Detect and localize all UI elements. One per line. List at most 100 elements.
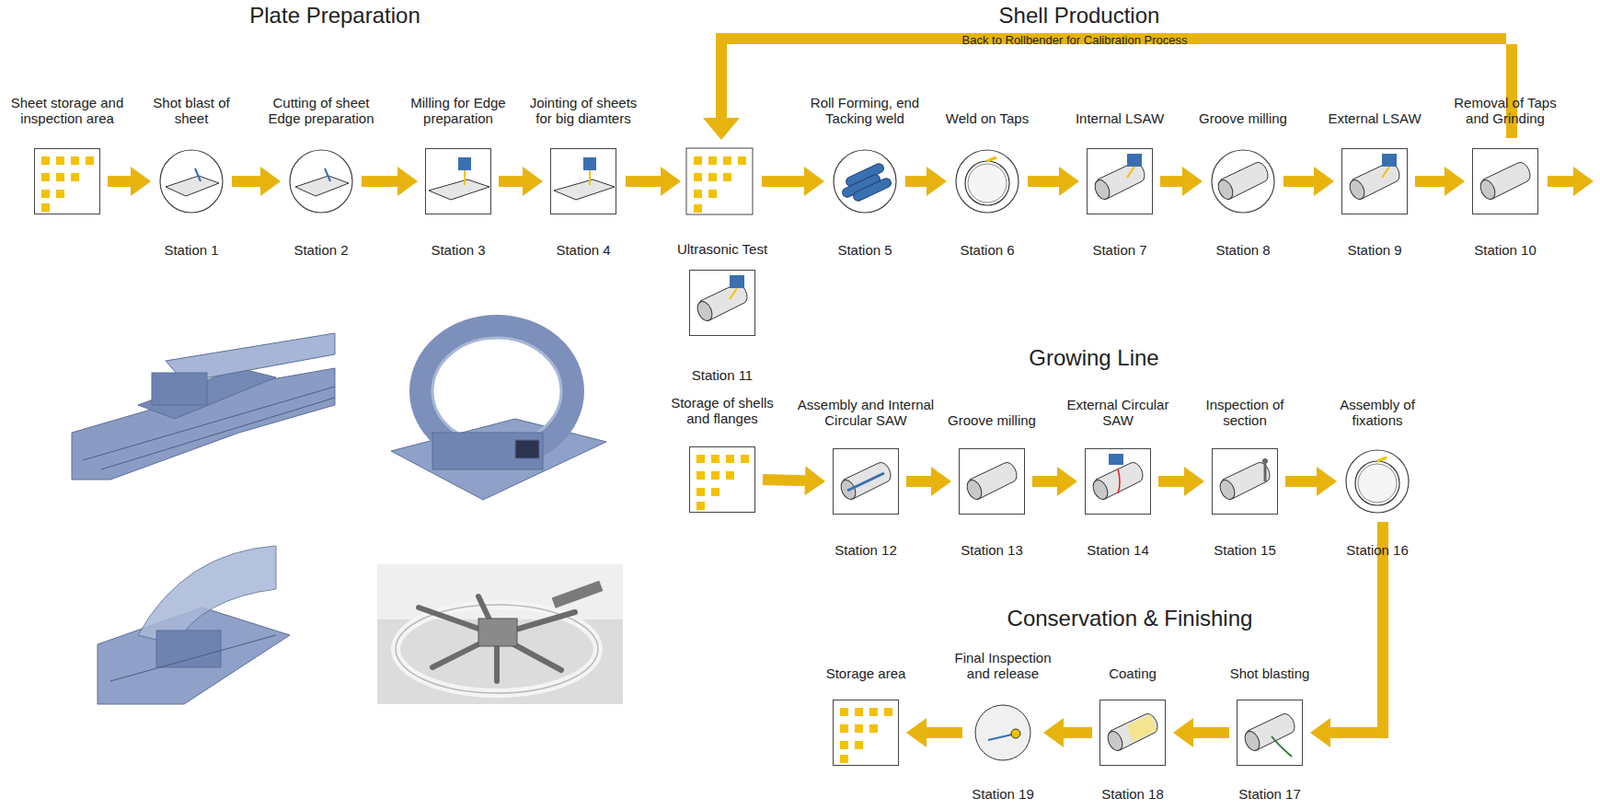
station-box: Shot blast of sheetStation 1 xyxy=(158,148,225,215)
graphic-part xyxy=(987,157,997,162)
graphic-part xyxy=(965,161,1010,206)
station-icon xyxy=(831,148,898,215)
station-icon xyxy=(832,448,899,515)
graphic-part xyxy=(854,707,864,716)
graphic-part xyxy=(377,564,623,620)
graphic-part xyxy=(690,447,756,513)
graphic-part xyxy=(1381,153,1397,167)
graphic-part xyxy=(702,117,740,140)
graphic-part xyxy=(869,724,878,733)
graphic-part xyxy=(195,168,201,182)
station-number: Station 11 xyxy=(691,367,753,384)
flow-arrow xyxy=(906,466,952,496)
station-title: Storage of shells and flanges xyxy=(663,394,782,427)
station-title: Internal LSAW xyxy=(1069,110,1171,127)
arrow-head xyxy=(1310,717,1331,748)
graphic-part xyxy=(395,604,599,693)
graphic-part xyxy=(715,33,1518,139)
graphic-part xyxy=(690,270,756,336)
graphic-part xyxy=(694,299,715,323)
graphic-part xyxy=(1473,149,1539,215)
graphic-part xyxy=(1212,448,1278,515)
station-number: Station 1 xyxy=(163,241,219,259)
graphic-part xyxy=(1262,458,1268,464)
graphic-part xyxy=(847,472,885,491)
graphic-part xyxy=(851,176,893,203)
arrow-head xyxy=(931,466,952,496)
station-icon xyxy=(287,148,355,215)
graphic-part xyxy=(1092,177,1113,202)
loop-label: Back to Rollbender for Calibration Proce… xyxy=(962,33,1188,47)
flow-arrow xyxy=(905,166,947,196)
graphic-part xyxy=(458,157,472,171)
station-icon xyxy=(1099,699,1166,766)
graphic-part xyxy=(840,707,849,716)
flow-arrow xyxy=(361,166,418,196)
station-box: Inspection of sectionStation 15 xyxy=(1211,448,1278,515)
station-title: Shot blast of sheet xyxy=(149,94,233,127)
graphic-part xyxy=(583,157,597,171)
station-title: Inspection of section xyxy=(1198,396,1291,429)
station-box: Weld on TapsStation 6 xyxy=(954,148,1021,215)
graphic-part xyxy=(708,156,717,165)
station-title: Weld on Taps xyxy=(936,110,1038,127)
graphic-part xyxy=(959,448,1025,515)
graphic-part xyxy=(34,149,101,215)
station-title: Roll Forming, end Tacking weld xyxy=(798,94,933,127)
graphic-part xyxy=(1087,149,1153,215)
station-title: Groove milling xyxy=(1192,110,1294,127)
graphic-part xyxy=(1108,453,1124,465)
graphic-part xyxy=(660,166,681,196)
arrow-shaft xyxy=(1063,726,1093,738)
station-box: Storage of shells and flanges xyxy=(689,446,756,513)
graphic-part xyxy=(70,172,80,182)
station-number: Station 17 xyxy=(1238,785,1301,803)
graphic-part xyxy=(1355,460,1400,506)
graphic-part xyxy=(725,454,735,463)
graphic-part xyxy=(840,740,849,749)
graphic-part xyxy=(1100,700,1166,766)
station-box: Milling for Edge preparationStation 3 xyxy=(425,148,492,215)
graphic-part xyxy=(804,166,825,196)
graphic-part xyxy=(711,487,720,496)
graphic-part xyxy=(1127,153,1142,167)
graphic-part xyxy=(1105,728,1126,753)
graphic-part xyxy=(138,545,277,645)
station-number: Station 5 xyxy=(837,241,892,259)
station-box: CoatingStation 18 xyxy=(1099,699,1166,766)
graphic-part xyxy=(1127,713,1157,742)
graphic-part xyxy=(696,487,705,496)
flow-arrow xyxy=(1027,166,1080,196)
arrow-shaft xyxy=(1158,475,1185,487)
graphic-part xyxy=(588,170,591,185)
station-title: Jointing of sheets for big diamters xyxy=(523,94,644,127)
graphic-part xyxy=(70,156,80,165)
graphic-part xyxy=(289,149,353,213)
graphic-part xyxy=(740,454,749,463)
arrow-head xyxy=(1182,166,1203,196)
station-title: Sheet storage and inspection area xyxy=(4,94,130,127)
graphic-part xyxy=(833,149,897,213)
arrow-head xyxy=(1316,466,1337,496)
graphic-part xyxy=(729,275,745,288)
arrow-shaft xyxy=(1193,726,1230,738)
station-title: Coating xyxy=(1086,665,1179,681)
graphic-part xyxy=(432,432,543,470)
graphic-part xyxy=(696,471,705,480)
graphic-part xyxy=(1237,700,1303,766)
station-box: Cutting of sheet Edge preparationStation… xyxy=(287,148,355,215)
arrow-head xyxy=(805,465,826,495)
flow-arrow xyxy=(1283,166,1335,196)
graphic-part xyxy=(686,148,753,215)
graphic-part xyxy=(869,707,878,716)
station-title: Ultrasonic Test xyxy=(676,241,769,257)
graphic-part xyxy=(138,368,277,419)
graphic-part xyxy=(1264,463,1267,482)
graphic-part xyxy=(708,172,717,182)
graphic-part xyxy=(988,734,1013,740)
graphic-part xyxy=(840,724,849,733)
station-title: External Circular SAW xyxy=(1058,396,1178,429)
graphic-part xyxy=(101,397,335,470)
graphic-part xyxy=(395,604,599,693)
graphic-part xyxy=(1215,177,1236,202)
